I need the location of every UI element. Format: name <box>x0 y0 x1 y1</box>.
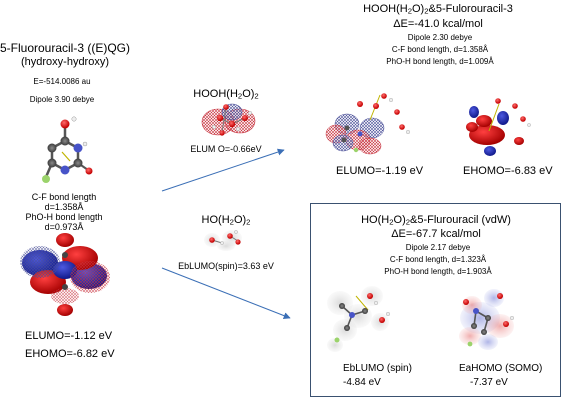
hooh-water-elumo: ELUM O=-0.66eV <box>190 144 262 154</box>
bottom-complex-easomo-value: -7.37 eV <box>470 377 508 388</box>
fluorouracil-molecule <box>42 116 93 183</box>
left-lumo-orbital <box>20 233 110 316</box>
bottom-complex-easomo-label: EaHOMO (SOMO) <box>459 363 543 374</box>
left-elumo: ELUMO=-1.12 eV <box>25 330 113 342</box>
ho-water-eblumo: EbLUMO(spin)=3.63 eV <box>178 261 274 271</box>
top-complex-dipole: Dipole 2.30 debye <box>407 33 473 42</box>
left-dipole: Dipole 3.90 debye <box>29 95 95 104</box>
top-complex-phoh: PhO-H bond length, d=1.009Å <box>386 57 494 66</box>
top-complex-ehomo-orbital <box>466 98 531 156</box>
left-cf-value: d=1.358Å <box>44 202 84 212</box>
bottom-complex-phoh: PhO-H bond length, d=1.903Å <box>384 267 492 276</box>
left-title: 5-Fluorouracil-3 ((E)QG) <box>0 41 131 55</box>
left-phoh-label: PhO-H bond length <box>25 212 103 222</box>
hooh-water-lumo <box>201 103 256 136</box>
bottom-complex-title: HO(H2O)2&5-Flurouracil (vdW) <box>361 214 511 227</box>
bottom-complex-eblumo-label: EbLUMO (spin) <box>343 363 412 374</box>
arrow-to-bottom-complex <box>161 267 291 319</box>
left-subtitle: (hydroxy-hydroxy) <box>20 56 110 68</box>
bottom-complex-cf: C-F bond length, d=1.323Å <box>389 255 487 264</box>
left-cf-label: C-F bond length <box>31 192 97 202</box>
hooh-water-title: HOOH(H2O)2 <box>193 88 259 101</box>
bottom-complex-eblumo-value: -4.84 eV <box>343 377 381 388</box>
bottom-complex-delta: ΔE=-67.7 kcal/mol <box>391 228 481 240</box>
bottom-complex-eblumo-orbital <box>327 286 391 352</box>
top-complex-delta: ΔE=-41.0 kcal/mol <box>393 18 483 30</box>
ho-water-eblumo <box>204 230 242 251</box>
top-complex-elumo: ELUMO=-1.19 eV <box>336 165 424 177</box>
vdw-complex-box <box>310 203 561 397</box>
bottom-complex-dipole: Dipole 2.17 debye <box>405 243 471 252</box>
left-phoh-value: d=0.973Å <box>44 222 84 232</box>
left-energy: E=-514.0086 au <box>33 77 91 86</box>
top-complex-cf: C-F bond length, d=1.358Å <box>391 45 489 54</box>
top-complex-title: HOOH(H2O)2&5-Fulorouracil-3 <box>363 3 513 16</box>
bottom-complex-easomo-orbital <box>459 289 515 350</box>
left-ehomo: EHOMO=-6.82 eV <box>25 348 115 360</box>
top-complex-ehomo: EHOMO=-6.83 eV <box>463 165 553 177</box>
ho-water-title: HO(H2O)2 <box>201 214 251 227</box>
top-complex-elumo-orbital <box>325 93 411 155</box>
arrow-to-top-complex <box>161 148 285 192</box>
